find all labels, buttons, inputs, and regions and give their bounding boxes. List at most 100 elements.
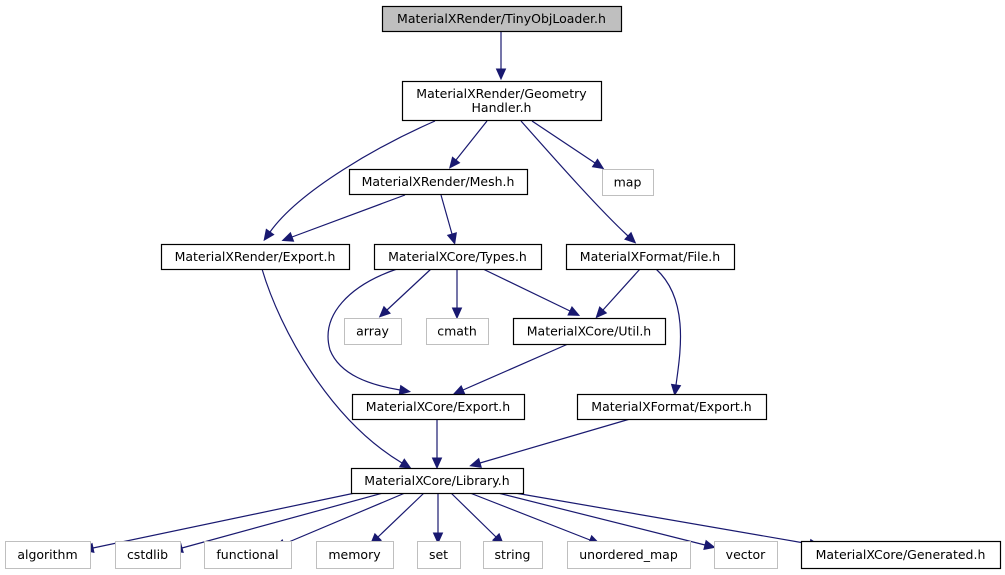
arrowhead-icon xyxy=(452,384,466,395)
node-label: vector xyxy=(726,547,767,562)
edge-line xyxy=(377,492,425,538)
node-box xyxy=(316,541,394,569)
edge-line xyxy=(462,343,569,391)
node-library[interactable]: MaterialXCore/Library.h xyxy=(350,467,525,495)
edge-mesh-to-renderexport xyxy=(281,194,406,242)
arrowhead-icon xyxy=(567,306,581,316)
arrowhead-icon xyxy=(449,156,461,169)
node-renderexport[interactable]: MaterialXRender/Export.h xyxy=(160,243,351,271)
node-box xyxy=(381,5,623,33)
node-box xyxy=(351,393,526,421)
node-box xyxy=(350,467,525,495)
edge-line xyxy=(514,492,811,545)
node-label: MaterialXCore/Types.h xyxy=(388,249,527,264)
node-label: set xyxy=(429,547,448,562)
edge-library-to-unordered_map xyxy=(469,492,601,545)
node-box xyxy=(348,168,529,196)
edge-types-to-util xyxy=(482,268,581,316)
edge-mesh-to-types xyxy=(440,194,457,245)
arrowhead-icon xyxy=(595,306,608,319)
edge-line xyxy=(327,268,401,391)
node-coreexport[interactable]: MaterialXCore/Export.h xyxy=(351,393,526,421)
edge-line xyxy=(386,268,432,311)
node-label: map xyxy=(614,175,642,190)
node-label: string xyxy=(495,547,531,562)
arrowhead-icon xyxy=(446,232,457,245)
edge-line xyxy=(531,120,596,164)
edge-line xyxy=(261,268,403,464)
node-box xyxy=(567,541,691,569)
node-cstdlib: cstdlib xyxy=(115,541,181,569)
edge-geomhandler-to-mesh xyxy=(449,120,488,169)
node-algorithm: algorithm xyxy=(5,541,91,569)
edge-tinyobj-to-geomhandler xyxy=(495,31,507,81)
node-box xyxy=(344,318,402,345)
node-box xyxy=(602,169,654,196)
node-label: MaterialXFormat/File.h xyxy=(580,249,720,264)
node-label: MaterialXRender/Export.h xyxy=(175,249,336,264)
node-box xyxy=(426,318,489,345)
edge-library-to-generated xyxy=(514,492,822,550)
edge-library-to-vector xyxy=(497,492,716,550)
node-label: MaterialXCore/Library.h xyxy=(364,473,509,488)
node-file[interactable]: MaterialXFormat/File.h xyxy=(565,243,736,271)
node-types[interactable]: MaterialXCore/Types.h xyxy=(373,243,543,271)
node-vector: vector xyxy=(714,541,778,569)
node-util[interactable]: MaterialXCore/Util.h xyxy=(512,317,667,346)
edge-line xyxy=(520,120,629,237)
edge-geomhandler-to-map xyxy=(531,120,605,170)
arrowhead-icon xyxy=(263,228,275,242)
node-box xyxy=(417,541,461,569)
arrowhead-icon xyxy=(398,384,412,396)
edge-line xyxy=(283,492,406,545)
edge-line xyxy=(269,120,436,233)
node-box xyxy=(115,541,181,569)
node-box xyxy=(800,540,1002,570)
node-cmath: cmath xyxy=(426,318,489,345)
edge-types-to-array xyxy=(378,268,432,318)
node-mesh[interactable]: MaterialXRender/Mesh.h xyxy=(348,168,529,196)
node-label: cmath xyxy=(437,324,477,339)
arrowhead-icon xyxy=(378,305,391,318)
edge-geomhandler-to-file xyxy=(520,120,637,244)
arrowhead-icon xyxy=(591,158,605,170)
node-box xyxy=(483,541,543,569)
arrowhead-icon xyxy=(281,231,295,242)
node-formatexport[interactable]: MaterialXFormat/Export.h xyxy=(576,393,768,421)
node-box xyxy=(401,80,603,122)
edge-line xyxy=(482,268,571,312)
edge-library-to-memory xyxy=(369,492,425,545)
node-tinyobj[interactable]: MaterialXRender/TinyObjLoader.h xyxy=(381,5,623,33)
node-box xyxy=(714,541,778,569)
node-box xyxy=(204,541,292,569)
edge-library-to-string xyxy=(450,492,505,545)
edge-geomhandler-to-renderexport xyxy=(263,120,436,242)
edge-line xyxy=(181,492,384,549)
edge-util-to-coreexport xyxy=(452,343,569,395)
edge-line xyxy=(602,268,641,311)
edge-file-to-util xyxy=(595,268,641,319)
node-unordered_map: unordered_map xyxy=(567,541,691,569)
node-string: string xyxy=(483,541,543,569)
node-box xyxy=(512,317,667,346)
node-map: map xyxy=(602,169,654,196)
edge-formatexport-to-library xyxy=(469,418,631,468)
edge-file-to-formatexport xyxy=(655,268,682,397)
edge-library-to-functional xyxy=(273,492,406,549)
node-label: MaterialXCore/Generated.h xyxy=(816,547,986,562)
node-label: memory xyxy=(328,547,381,562)
edge-types-to-coreexport xyxy=(327,268,412,396)
node-box xyxy=(160,243,351,271)
edge-line xyxy=(655,268,682,386)
node-label: MaterialXFormat/Export.h xyxy=(591,399,751,414)
node-functional: functional xyxy=(204,541,292,569)
node-label: MaterialXRender/Geometry xyxy=(416,86,587,101)
arrowhead-icon xyxy=(495,68,507,81)
edge-library-to-set xyxy=(432,493,444,545)
edge-line xyxy=(440,194,453,235)
edge-line xyxy=(479,418,631,464)
node-generated[interactable]: MaterialXCore/Generated.h xyxy=(800,540,1002,570)
edge-line xyxy=(450,492,497,538)
